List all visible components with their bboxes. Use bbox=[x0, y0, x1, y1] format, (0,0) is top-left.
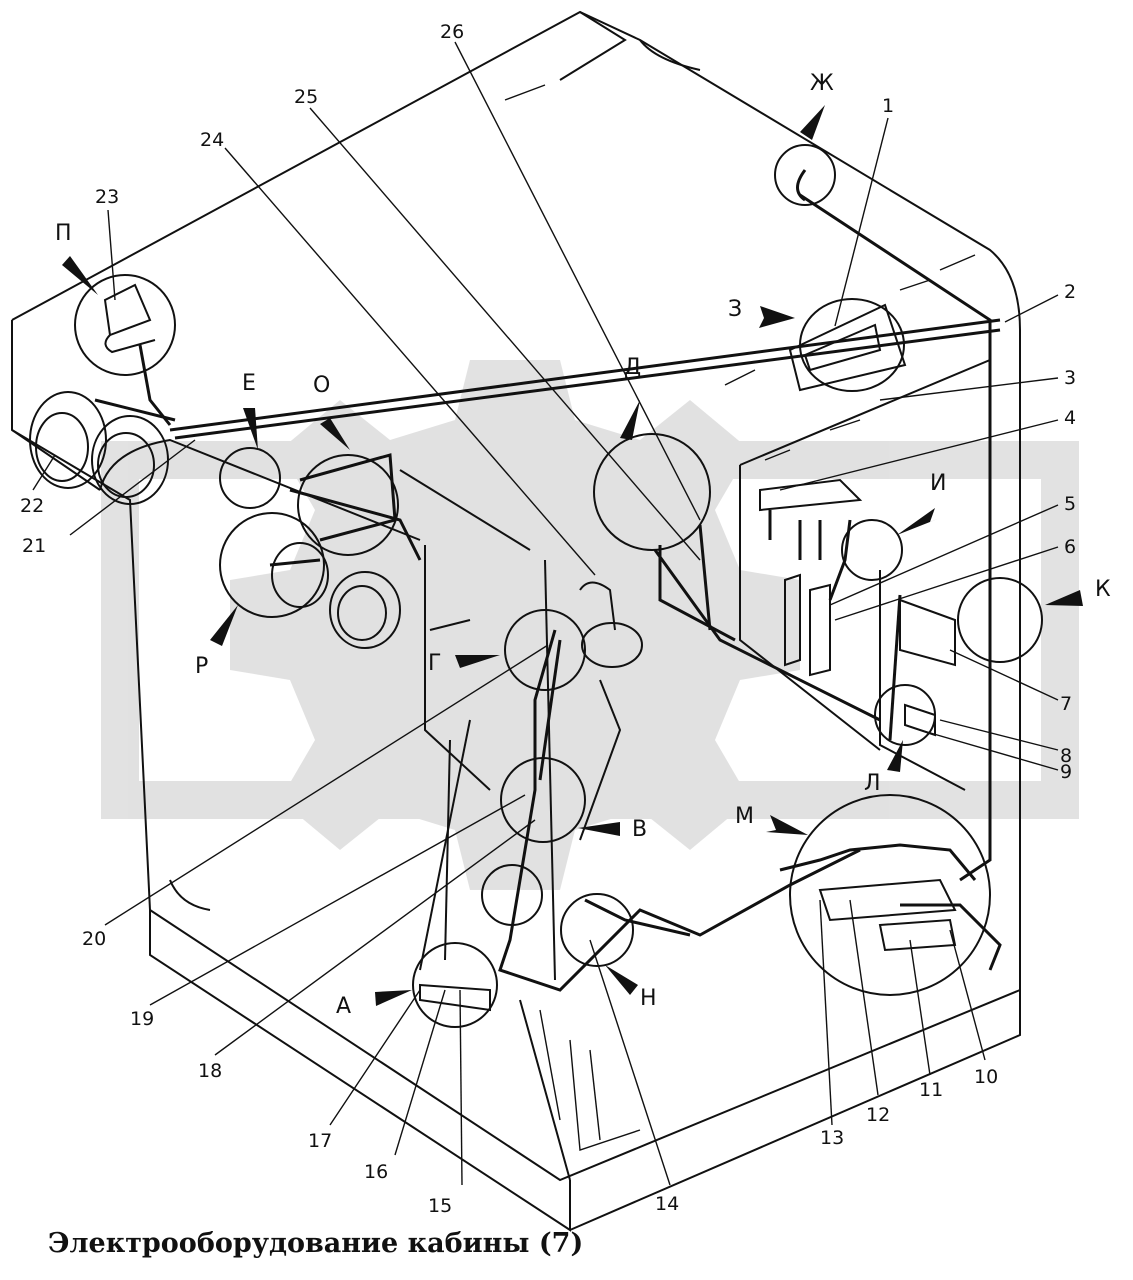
detail-b2 bbox=[481, 864, 543, 926]
label-18: 18 bbox=[198, 1060, 222, 1082]
label-view-v: В bbox=[632, 817, 647, 842]
label-11: 11 bbox=[919, 1079, 943, 1101]
label-view-d: Д bbox=[624, 355, 641, 380]
label-2: 2 bbox=[1064, 281, 1076, 303]
label-13: 13 bbox=[820, 1127, 844, 1149]
label-20: 20 bbox=[82, 928, 106, 950]
number-labels: 1 2 3 4 5 6 7 8 9 10 11 12 13 14 15 16 1… bbox=[20, 21, 1076, 1217]
label-view-a: А bbox=[336, 994, 351, 1019]
label-view-zh: Ж bbox=[810, 71, 834, 96]
label-4: 4 bbox=[1064, 407, 1076, 429]
label-view-o: О bbox=[313, 373, 330, 398]
label-21: 21 bbox=[22, 535, 46, 557]
wiring-harness bbox=[94, 169, 1002, 992]
detail-v bbox=[500, 757, 586, 843]
view-arrows bbox=[62, 105, 1083, 1006]
leader-lines bbox=[32, 41, 1059, 1186]
detail-e bbox=[219, 447, 281, 509]
detail-zh bbox=[774, 144, 836, 206]
label-view-p: П bbox=[55, 221, 72, 246]
view-labels: Ж З Д И К Л М Н А В Г Р О Е П bbox=[55, 71, 1111, 1019]
label-view-n: Н bbox=[640, 986, 657, 1011]
label-view-g: Г bbox=[428, 651, 441, 676]
detail-p bbox=[74, 274, 176, 376]
detail-z bbox=[799, 298, 905, 392]
label-view-e: Е bbox=[242, 371, 256, 396]
detail-a bbox=[412, 942, 498, 1028]
label-3: 3 bbox=[1064, 367, 1076, 389]
label-19: 19 bbox=[130, 1008, 154, 1030]
label-14: 14 bbox=[655, 1193, 679, 1215]
headlight-outer bbox=[29, 391, 107, 489]
label-view-z: З bbox=[728, 297, 742, 322]
detail-g bbox=[504, 609, 586, 691]
detail-d bbox=[593, 433, 711, 551]
label-15: 15 bbox=[428, 1195, 452, 1217]
label-24: 24 bbox=[200, 129, 224, 151]
label-25: 25 bbox=[294, 86, 318, 108]
detail-circles bbox=[74, 144, 1043, 1028]
label-17: 17 bbox=[308, 1130, 332, 1152]
detail-m bbox=[789, 794, 991, 996]
label-view-l: Л bbox=[864, 771, 881, 796]
label-26: 26 bbox=[440, 21, 464, 43]
detail-o bbox=[297, 454, 399, 556]
label-10: 10 bbox=[974, 1066, 998, 1088]
label-9: 9 bbox=[1060, 761, 1072, 783]
label-view-k: К bbox=[1095, 577, 1111, 602]
label-8: 8 bbox=[1060, 745, 1072, 767]
detail-n bbox=[560, 893, 634, 967]
detail-l bbox=[874, 684, 936, 746]
label-7: 7 bbox=[1060, 693, 1072, 715]
detail-r bbox=[219, 512, 325, 618]
label-23: 23 bbox=[95, 186, 119, 208]
roof-lamp bbox=[103, 283, 152, 337]
label-6: 6 bbox=[1064, 536, 1076, 558]
label-5: 5 bbox=[1064, 493, 1076, 515]
detail-k bbox=[957, 577, 1043, 663]
label-view-m: М bbox=[735, 804, 754, 829]
lamp-z bbox=[788, 303, 907, 392]
cab-outline bbox=[11, 10, 1021, 1232]
detail-i bbox=[841, 519, 903, 581]
label-view-i: И bbox=[930, 471, 946, 496]
label-12: 12 bbox=[866, 1104, 890, 1126]
label-22: 22 bbox=[20, 495, 44, 517]
floor-connector-a bbox=[419, 983, 491, 1012]
diagram-title: Электрооборудование кабины (7) bbox=[48, 1228, 584, 1259]
label-16: 16 bbox=[364, 1161, 388, 1183]
label-view-r: Р bbox=[195, 654, 208, 679]
label-1: 1 bbox=[882, 95, 894, 117]
